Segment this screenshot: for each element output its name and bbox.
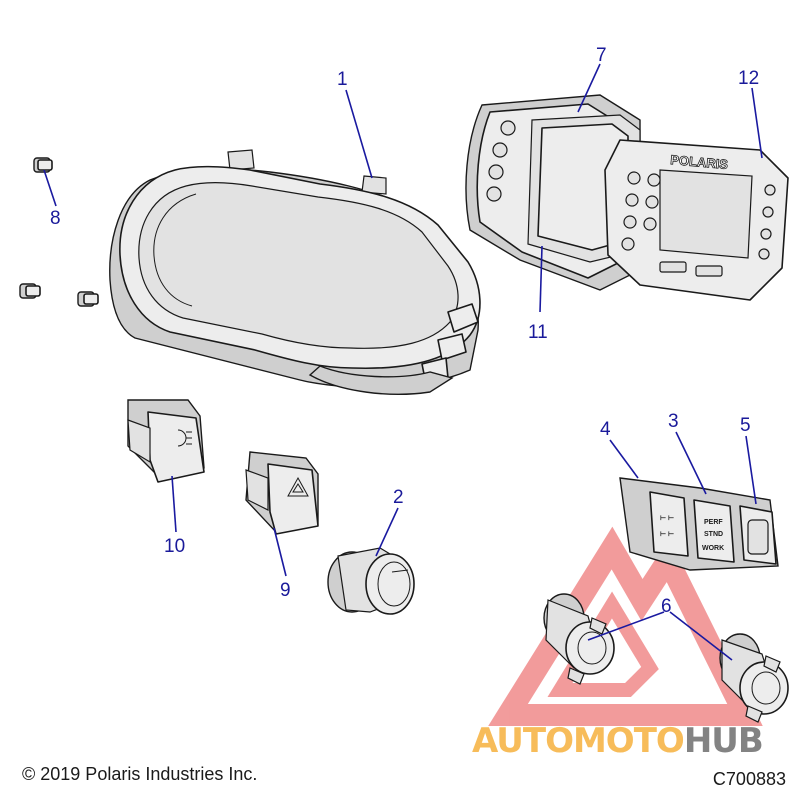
callout-11: 11	[528, 322, 548, 343]
drawing-number: C700883	[712, 769, 786, 789]
hazard-switch	[245, 451, 319, 535]
svg-text:AUTOMOTOHUB: AUTOMOTOHUB	[472, 721, 763, 761]
screw-left	[19, 283, 41, 299]
leader-11	[539, 245, 543, 313]
blank-switch	[739, 505, 777, 565]
screw-right	[77, 291, 99, 307]
callout-6: 6	[661, 596, 672, 617]
watermark-text: AUTOMOTOHUB	[472, 721, 764, 761]
copyright-notice: © 2019 Polaris Industries Inc.	[22, 764, 258, 784]
callout-7: 7	[596, 45, 607, 66]
frame-holes	[486, 120, 516, 202]
perf-mode-switch: PERF STND WORK	[693, 499, 735, 563]
bezel-bottom-slots	[659, 261, 723, 277]
bezel-left-holes	[621, 171, 661, 251]
perf-label: PERF	[704, 519, 723, 526]
callout-3: 3	[668, 411, 679, 432]
leader-9	[273, 527, 287, 577]
leader-6b	[669, 611, 733, 661]
callout-4: 4	[600, 419, 611, 440]
fog-light-switch	[127, 399, 205, 483]
leader-5	[745, 435, 757, 505]
hazard-triangle-icon	[287, 476, 309, 497]
svg-text:⊢ ⊢: ⊢ ⊢	[660, 514, 674, 522]
stnd-label: STND	[704, 531, 723, 538]
instrument-cluster	[109, 149, 481, 395]
mounting-screws	[19, 157, 99, 307]
work-label: WORK	[702, 545, 724, 552]
leader-10	[171, 475, 177, 533]
power-outlet-right	[719, 633, 789, 723]
callout-12: 12	[738, 68, 759, 89]
leader-4	[609, 439, 639, 479]
callout-10: 10	[164, 536, 185, 557]
bezel-right-holes	[758, 184, 776, 260]
leader-lines	[43, 63, 763, 661]
leader-7	[577, 63, 601, 113]
rotary-knob	[327, 547, 415, 615]
callout-numbers: 1 2 3 4 5 6 7 8 9 10 11 12	[50, 45, 759, 617]
callout-2: 2	[393, 487, 404, 508]
switch-bank: ⊢ ⊢ ⊢ ⊢ PERF STND WORK	[619, 477, 779, 571]
callout-8: 8	[50, 208, 61, 229]
callout-1: 1	[337, 69, 348, 90]
fog-light-icon	[177, 429, 192, 447]
leader-2	[375, 507, 399, 557]
watermark-part-b: HUB	[684, 721, 763, 761]
leader-8	[43, 169, 57, 207]
leader-12	[751, 87, 763, 159]
leader-3	[675, 431, 707, 495]
bezel-brand-text: POLARIS	[670, 152, 729, 172]
callout-5: 5	[740, 415, 751, 436]
callout-9: 9	[280, 580, 291, 601]
watermark-part-a: AUTOMOTO	[472, 721, 684, 761]
leader-6a	[587, 611, 665, 641]
outer-bezel: POLARIS	[604, 139, 789, 301]
svg-text:⊢ ⊢: ⊢ ⊢	[660, 530, 674, 538]
watermark-logo	[488, 526, 763, 726]
screw-top	[33, 157, 53, 173]
leader-1	[345, 89, 373, 179]
drive-mode-switch: ⊢ ⊢ ⊢ ⊢	[649, 491, 689, 557]
